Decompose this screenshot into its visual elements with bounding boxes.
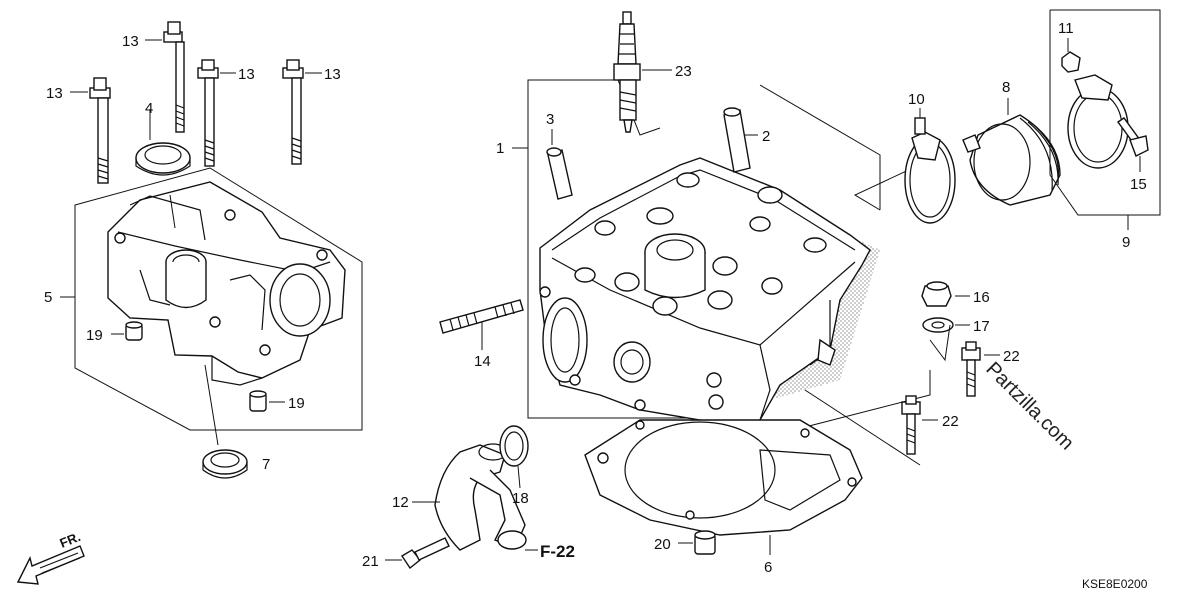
cap-nut-16-part bbox=[921, 281, 952, 307]
diagram-code: KSE8E0200 bbox=[1082, 577, 1148, 591]
callout-14: 14 bbox=[474, 353, 491, 370]
bolt-22a-part bbox=[961, 341, 981, 397]
callout-19b: 19 bbox=[288, 395, 305, 412]
callout-4: 4 bbox=[145, 100, 153, 117]
water-joint-12-part bbox=[434, 443, 527, 551]
callout-15: 15 bbox=[1130, 176, 1147, 193]
camshaft-holder-group bbox=[60, 109, 363, 479]
head-gasket-6-part bbox=[584, 419, 863, 536]
callout-22b: 22 bbox=[942, 413, 959, 430]
clamp-10-part bbox=[904, 117, 956, 224]
front-marker-label: FR. bbox=[58, 529, 83, 551]
callout-2: 2 bbox=[762, 128, 770, 145]
screw-15-part bbox=[1117, 117, 1149, 157]
bolt-13d-part bbox=[282, 59, 304, 165]
callout-13c: 13 bbox=[46, 85, 63, 102]
callout-6: 6 bbox=[764, 559, 772, 576]
callout-8: 8 bbox=[1002, 79, 1010, 96]
oil-seal-7-part bbox=[202, 449, 248, 479]
callout-23: 23 bbox=[675, 63, 692, 80]
callout-13a: 13 bbox=[122, 33, 139, 50]
dowel-pin-19b-part bbox=[249, 390, 267, 412]
callout-20: 20 bbox=[654, 536, 671, 553]
callout-19a: 19 bbox=[86, 327, 103, 344]
cylinder-head-group bbox=[439, 11, 931, 555]
reference-label: F-22 bbox=[540, 542, 575, 561]
callout-12: 12 bbox=[392, 494, 409, 511]
oil-seal-4-part bbox=[135, 142, 191, 176]
stud-bolt-14-part bbox=[439, 299, 524, 334]
callout-22a: 22 bbox=[1003, 348, 1020, 365]
callout-1: 1 bbox=[496, 140, 504, 157]
dowel-pin-20-part bbox=[694, 530, 716, 555]
callout-21: 21 bbox=[362, 553, 379, 570]
callout-16: 16 bbox=[973, 289, 990, 306]
dowel-pin-19a-part bbox=[125, 321, 143, 341]
bolt-21-part bbox=[401, 537, 450, 570]
watermark: Partzilla.com bbox=[981, 358, 1078, 455]
callout-13b: 13 bbox=[238, 66, 255, 83]
nut-11-part bbox=[1061, 51, 1081, 73]
bolt-13b-part bbox=[197, 59, 219, 167]
callout-11: 11 bbox=[1058, 20, 1074, 37]
callout-9: 9 bbox=[1122, 234, 1130, 251]
callout-13d: 13 bbox=[324, 66, 341, 83]
clamp-kit-9-group bbox=[1049, 9, 1161, 230]
bolt-13c-part bbox=[89, 77, 111, 184]
camshaft-holder-part bbox=[107, 181, 346, 386]
callout-17: 17 bbox=[973, 318, 990, 335]
bolt-13a-part bbox=[163, 21, 185, 133]
callout-18: 18 bbox=[512, 490, 529, 507]
callout-5: 5 bbox=[44, 289, 52, 306]
spark-plug-23-part bbox=[613, 11, 641, 133]
valve-guide-2-part bbox=[723, 107, 751, 173]
callout-7: 7 bbox=[262, 456, 270, 473]
cylinder-head-part bbox=[539, 157, 871, 431]
callout-10: 10 bbox=[908, 91, 925, 108]
front-arrow bbox=[16, 545, 85, 585]
washer-17-part bbox=[922, 317, 954, 333]
insulator-8-part bbox=[962, 114, 1061, 206]
valve-guide-3-part bbox=[546, 147, 573, 200]
bolt-22b-part bbox=[901, 395, 921, 455]
o-ring-18-part bbox=[499, 425, 529, 467]
callout-3: 3 bbox=[546, 111, 554, 128]
